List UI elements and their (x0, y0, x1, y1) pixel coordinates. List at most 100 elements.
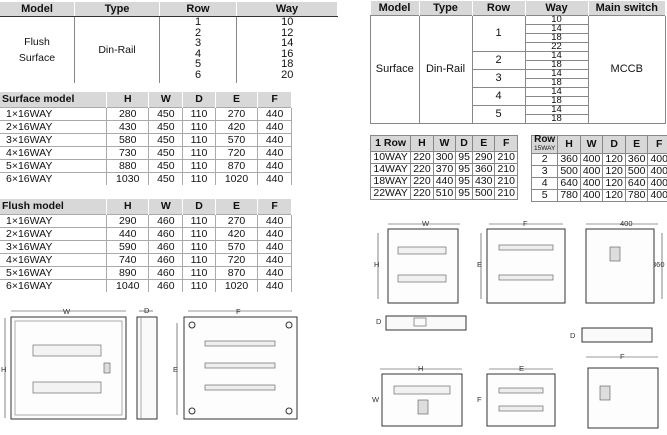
right-mccb-view: 400 360 (585, 219, 665, 304)
table-cell: 440 (257, 107, 292, 121)
table-cell: 460 (148, 266, 184, 280)
table-cell: 440 (257, 214, 292, 228)
table-cell: 460 (148, 240, 184, 254)
dim-e-label: E (173, 365, 178, 374)
row-cell: 2 (471, 51, 526, 70)
table-cell: 210 (494, 151, 518, 164)
table-cell: 400 (647, 177, 667, 190)
model-flush: Flush (24, 35, 50, 48)
row-sublabel: 15WAY (534, 145, 556, 152)
header-type: Type (74, 2, 160, 17)
row-value: 5 (194, 58, 202, 70)
table-cell: 450 (148, 107, 184, 121)
table-cell: 290 (471, 151, 496, 164)
table-cell: 270 (215, 214, 259, 228)
dim-w-label: W (422, 219, 430, 228)
table-cell: 460 (148, 253, 184, 267)
header-e: E (215, 92, 259, 108)
table-cell: 870 (215, 159, 259, 173)
table-cell: 110 (182, 253, 216, 267)
table-cell: 110 (182, 240, 216, 254)
right-bottom-mccb-view: F (586, 352, 659, 429)
header-f: F (647, 135, 667, 154)
table-cell: 4×16WAY (0, 253, 107, 267)
table-cell: 280 (106, 107, 150, 121)
table-cell: 640 (624, 177, 649, 190)
table-cell: 220 (410, 151, 434, 164)
table-cell: 500 (557, 165, 581, 178)
header-d: D (182, 92, 216, 108)
table-cell: 570 (215, 240, 259, 254)
table-cell: 450 (148, 159, 184, 173)
table-cell: 450 (148, 133, 184, 147)
table-cell: 460 (148, 279, 184, 292)
way-value: 10 (281, 16, 294, 28)
table-cell: 440 (257, 159, 292, 173)
header-type: Type (419, 1, 473, 16)
header-model: Model (0, 2, 75, 17)
table-cell: 120 (602, 177, 626, 190)
table-cell: 360 (557, 153, 581, 166)
row-value: 4 (194, 47, 202, 60)
dim-d-label: D (376, 317, 382, 326)
row-value: 3 (194, 37, 202, 49)
table-cell: 500 (624, 165, 649, 178)
table-cell: 6×16WAY (0, 172, 107, 185)
header-model: Model (370, 1, 420, 16)
dim-d-label: D (570, 331, 576, 340)
header-row: Row (159, 2, 237, 17)
table-cell: 870 (215, 266, 259, 280)
table-cell: 10WAY (369, 151, 412, 164)
header-surface-model: Surface model (0, 92, 107, 108)
table-cell: 4×16WAY (0, 146, 107, 160)
table-cell: 440 (257, 172, 292, 185)
table-cell: 400 (579, 177, 604, 190)
row-cell: 4 (471, 87, 526, 106)
dim-f-label: F (477, 395, 482, 404)
table-cell: 440 (257, 120, 292, 134)
table-cell: 590 (106, 240, 150, 254)
table-cell: 120 (602, 189, 626, 202)
way-value: 16 (281, 47, 294, 60)
table-cell: 1020 (215, 172, 259, 185)
table-cell: 3 (530, 165, 559, 178)
table-cell: 1×16WAY (0, 107, 107, 121)
table-cell: 880 (106, 159, 150, 173)
table-cell: 450 (148, 172, 184, 185)
front-view-drawing: W H (1, 307, 127, 420)
type-cell: Din-Rail (74, 16, 160, 83)
table-cell: 440 (257, 253, 292, 267)
way-value: 20 (281, 68, 294, 81)
model-cell: Flush Surface (0, 16, 75, 83)
way-value: 14 (281, 37, 294, 49)
header-f: F (257, 199, 292, 215)
table-cell: 440 (106, 227, 150, 241)
header-1-row: 1 Row (369, 135, 412, 152)
table-cell: 1020 (215, 279, 259, 292)
table-cell: 110 (182, 214, 216, 228)
table-cell: 1030 (106, 172, 150, 185)
table-cell: 1040 (106, 279, 150, 292)
table-cell: 720 (215, 146, 259, 160)
way-cell: 18 (524, 114, 589, 124)
row-cell: 1 (471, 15, 526, 52)
table-cell: 270 (215, 107, 259, 121)
table-cell: 440 (257, 133, 292, 147)
table-cell: 420 (215, 120, 259, 134)
table-cell: 730 (106, 146, 150, 160)
way-list: 10 12 14 16 18 20 (237, 17, 338, 83)
header-e: E (215, 199, 259, 215)
table-cell: 5×16WAY (0, 159, 107, 173)
header-w: W (148, 92, 184, 108)
row-way-table: Model Type Row Way Flush Surface Din-Rai… (0, 2, 338, 83)
table-cell: 440 (257, 279, 292, 292)
dim-400-label: 400 (620, 219, 633, 228)
header-d: D (455, 135, 473, 152)
